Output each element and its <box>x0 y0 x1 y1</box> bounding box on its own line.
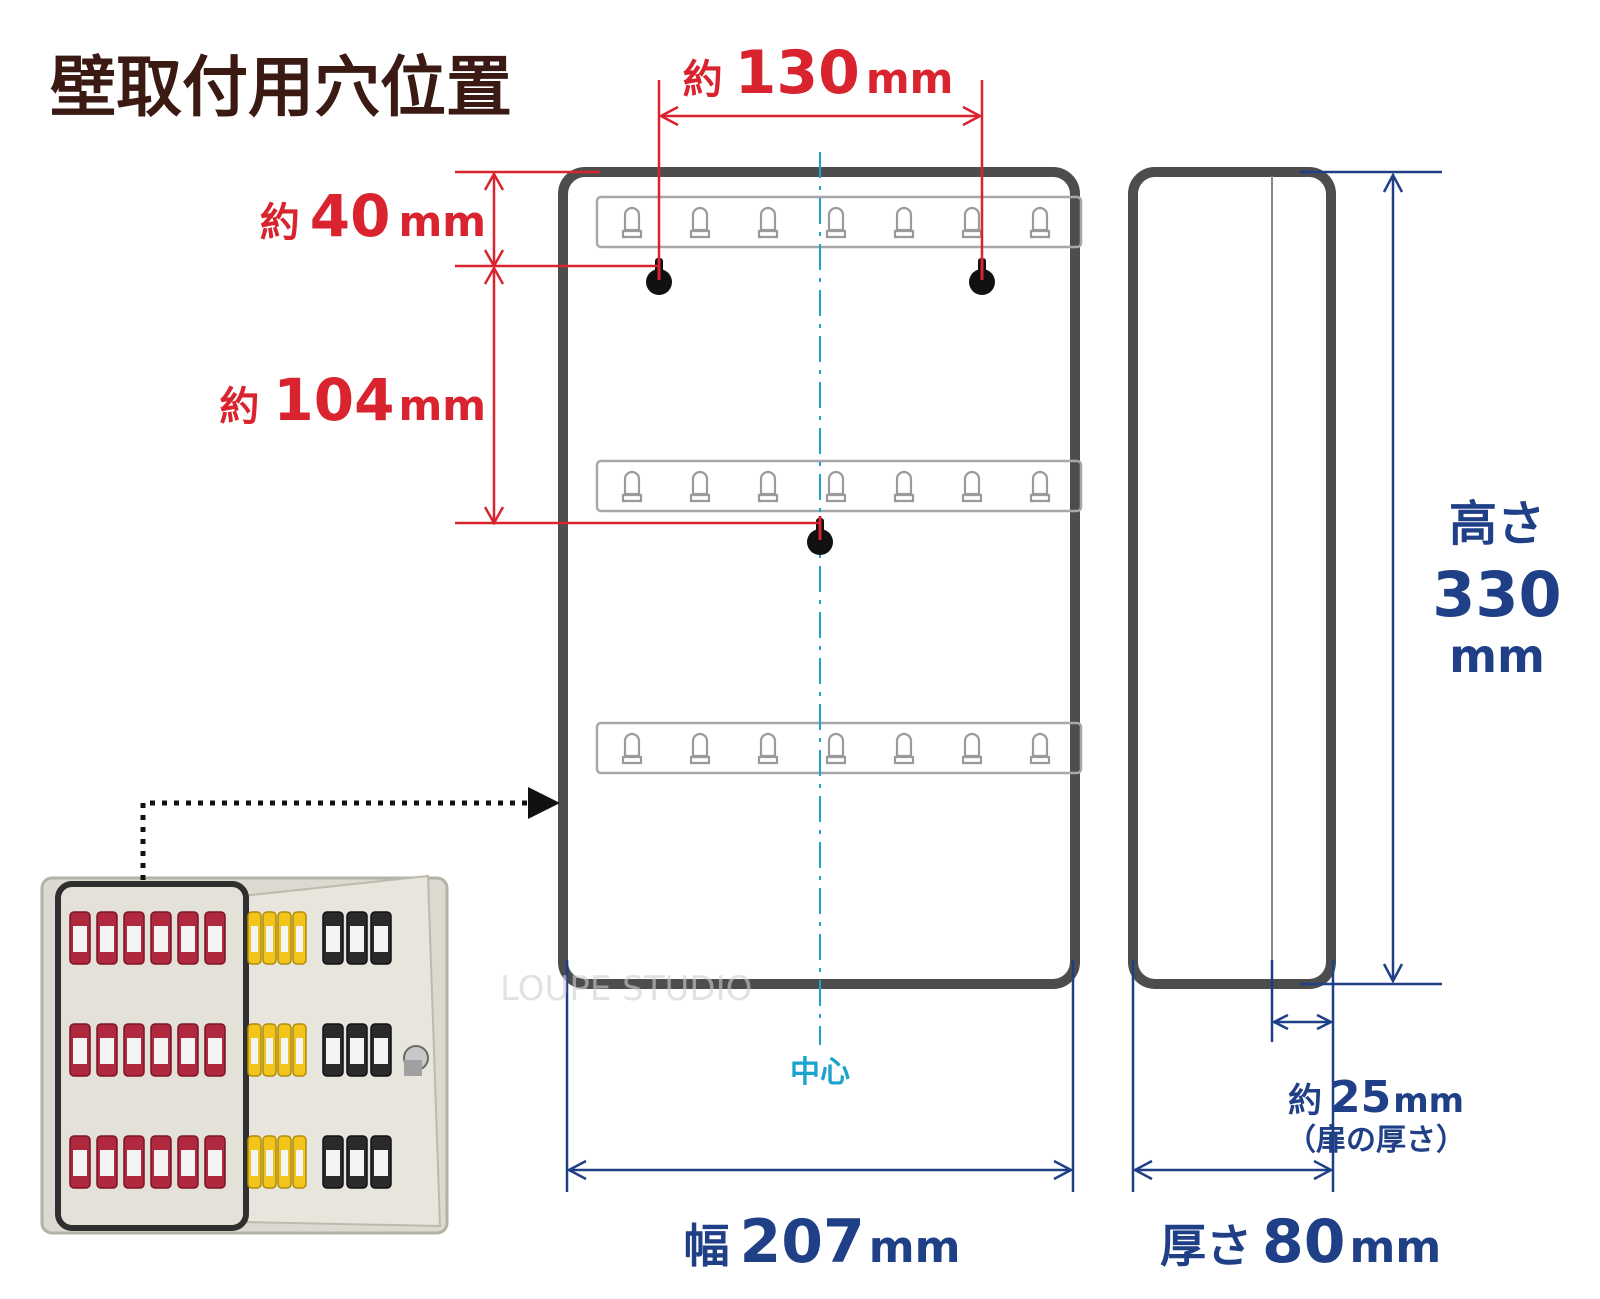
key-hook-icon <box>1029 732 1051 765</box>
cabinet-photo <box>40 874 449 1235</box>
key-tag-window <box>208 1150 222 1176</box>
key-tag-window <box>127 926 141 952</box>
key-tag-window <box>154 926 168 952</box>
watermark: LOUPE STUDIO <box>500 969 752 1009</box>
key-tag-window <box>251 926 258 952</box>
key-hook-icon <box>621 732 643 765</box>
side-panel <box>1128 167 1336 989</box>
dim-height-value: 330 <box>1432 558 1561 631</box>
key-hook-icon <box>1029 470 1051 503</box>
key-tag-window <box>100 1150 114 1176</box>
pointer-arrow <box>140 787 560 880</box>
key-tag-window <box>154 1038 168 1064</box>
dim-height-unit: mm <box>1449 629 1545 683</box>
hook-rail <box>595 721 1083 775</box>
key-tag-window <box>281 1038 288 1064</box>
key-hook-icon <box>689 470 711 503</box>
key-tag-window <box>73 1038 87 1064</box>
key-tag-window <box>127 1150 141 1176</box>
key-hook-icon <box>757 732 779 765</box>
key-tag-window <box>374 1038 388 1064</box>
key-tag-window <box>374 1150 388 1176</box>
key-hook-icon <box>825 470 847 503</box>
key-tag-window <box>181 926 195 952</box>
hook-rail <box>595 459 1083 513</box>
blue-dimensions <box>565 170 1442 1192</box>
key-tag-window <box>350 926 364 952</box>
key-tag-window <box>208 1038 222 1064</box>
front-view: 中心 <box>558 152 1083 1090</box>
key-tag-window <box>296 1038 303 1064</box>
dim-door-note: （扉の厚さ） <box>1286 1123 1466 1158</box>
key-hook-icon <box>825 732 847 765</box>
hook-rail <box>595 195 1083 249</box>
key-hook-icon <box>893 206 915 239</box>
key-tag-window <box>296 926 303 952</box>
key-tag-window <box>266 1038 273 1064</box>
key-hook-icon <box>893 732 915 765</box>
dim-height-label: 高さ <box>1449 496 1545 552</box>
key-tag-window <box>350 1038 364 1064</box>
key-hook-icon <box>961 470 983 503</box>
key-hook-icon <box>825 206 847 239</box>
key-tag-window <box>251 1150 258 1176</box>
key-tag-window <box>251 1038 258 1064</box>
key-tag-window <box>296 1150 303 1176</box>
key-tag-window <box>127 1038 141 1064</box>
key-tag-window <box>266 1150 273 1176</box>
key-tag-window <box>208 926 222 952</box>
page-title: 壁取付用穴位置 <box>50 49 512 126</box>
key-tag-window <box>154 1150 168 1176</box>
red-dimensions <box>455 80 984 526</box>
key-tags <box>69 911 392 1189</box>
key-tag-window <box>281 1150 288 1176</box>
key-hook-icon <box>689 732 711 765</box>
hook-rows <box>595 195 1083 775</box>
key-hook-icon <box>621 470 643 503</box>
key-tag-window <box>326 926 340 952</box>
key-hook-icon <box>757 206 779 239</box>
key-tag-window <box>281 926 288 952</box>
key-hook-icon <box>621 206 643 239</box>
side-view <box>1128 167 1336 989</box>
key-tag-window <box>266 926 273 952</box>
center-label: 中心 <box>790 1055 850 1090</box>
key-tag-window <box>100 1038 114 1064</box>
key-tag-window <box>181 1038 195 1064</box>
key-tag-window <box>350 1150 364 1176</box>
lock-icon <box>403 1045 429 1076</box>
mounting-hole-left <box>646 258 672 295</box>
key-tag-window <box>326 1038 340 1064</box>
key-tag-window <box>181 1150 195 1176</box>
key-hook-icon <box>961 732 983 765</box>
key-tag-window <box>374 926 388 952</box>
key-hook-icon <box>689 206 711 239</box>
key-tag-window <box>100 926 114 952</box>
key-tag-window <box>73 926 87 952</box>
key-tag-window <box>326 1150 340 1176</box>
key-hook-icon <box>757 470 779 503</box>
key-tag-window <box>73 1150 87 1176</box>
key-hook-icon <box>893 470 915 503</box>
key-hook-icon <box>1029 206 1051 239</box>
